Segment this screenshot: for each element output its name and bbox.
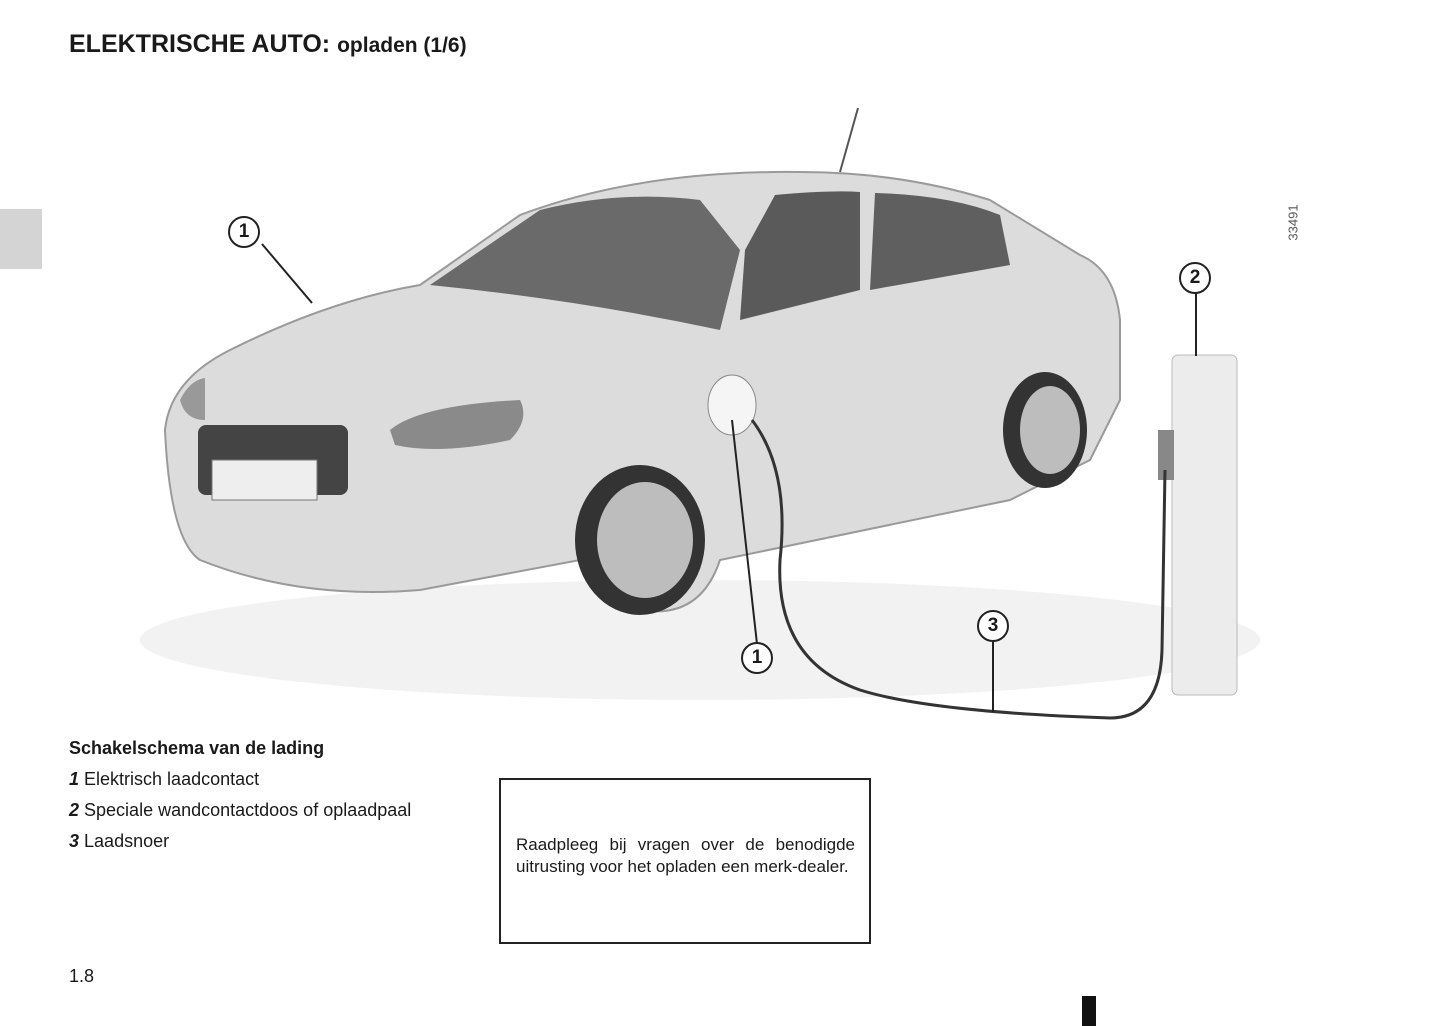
callout-3-cable: 3 — [977, 610, 1009, 642]
callout-1-charge-port-top: 1 — [228, 216, 260, 248]
note-box: Raadpleeg bij vragen over de benodigde u… — [499, 778, 871, 944]
note-text: Raadpleeg bij vragen over de benodigde u… — [516, 835, 855, 876]
legend-label: Elektrisch laadcontact — [84, 769, 260, 789]
legend-label: Speciale wandcontactdoos of oplaadpaal — [84, 800, 412, 820]
legend-item: 1 Elektrisch laadcontact — [69, 769, 411, 790]
callout-2-charging-post: 2 — [1179, 262, 1211, 294]
title-sub: opladen (1/6) — [337, 34, 467, 57]
legend-heading: Schakelschema van de lading — [69, 738, 325, 758]
callout-1-charge-port: 1 — [741, 642, 773, 674]
page-number: 1.8 — [69, 966, 95, 986]
page-edge-marker — [1082, 996, 1096, 1026]
legend-num: 3 — [69, 831, 80, 851]
legend-item: 3 Laadsnoer — [69, 831, 411, 852]
title-main: ELEKTRISCHE AUTO: — [69, 30, 331, 58]
legend-label: Laadsnoer — [84, 831, 170, 851]
section-tab — [0, 209, 42, 269]
figure-id: 33491 — [1285, 204, 1301, 241]
legend-num: 2 — [69, 800, 80, 820]
car-drawing — [140, 107, 1260, 720]
legend-num: 1 — [69, 769, 80, 789]
car-charging-illustration: 33491 1 2 1 3 — [0, 90, 1445, 730]
page-title: ELEKTRISCHE AUTO: opladen (1/6) — [69, 30, 467, 59]
legend-item: 2 Speciale wandcontactdoos of oplaadpaal — [69, 800, 411, 821]
legend: Schakelschema van de lading 1 Elektrisch… — [69, 738, 411, 862]
